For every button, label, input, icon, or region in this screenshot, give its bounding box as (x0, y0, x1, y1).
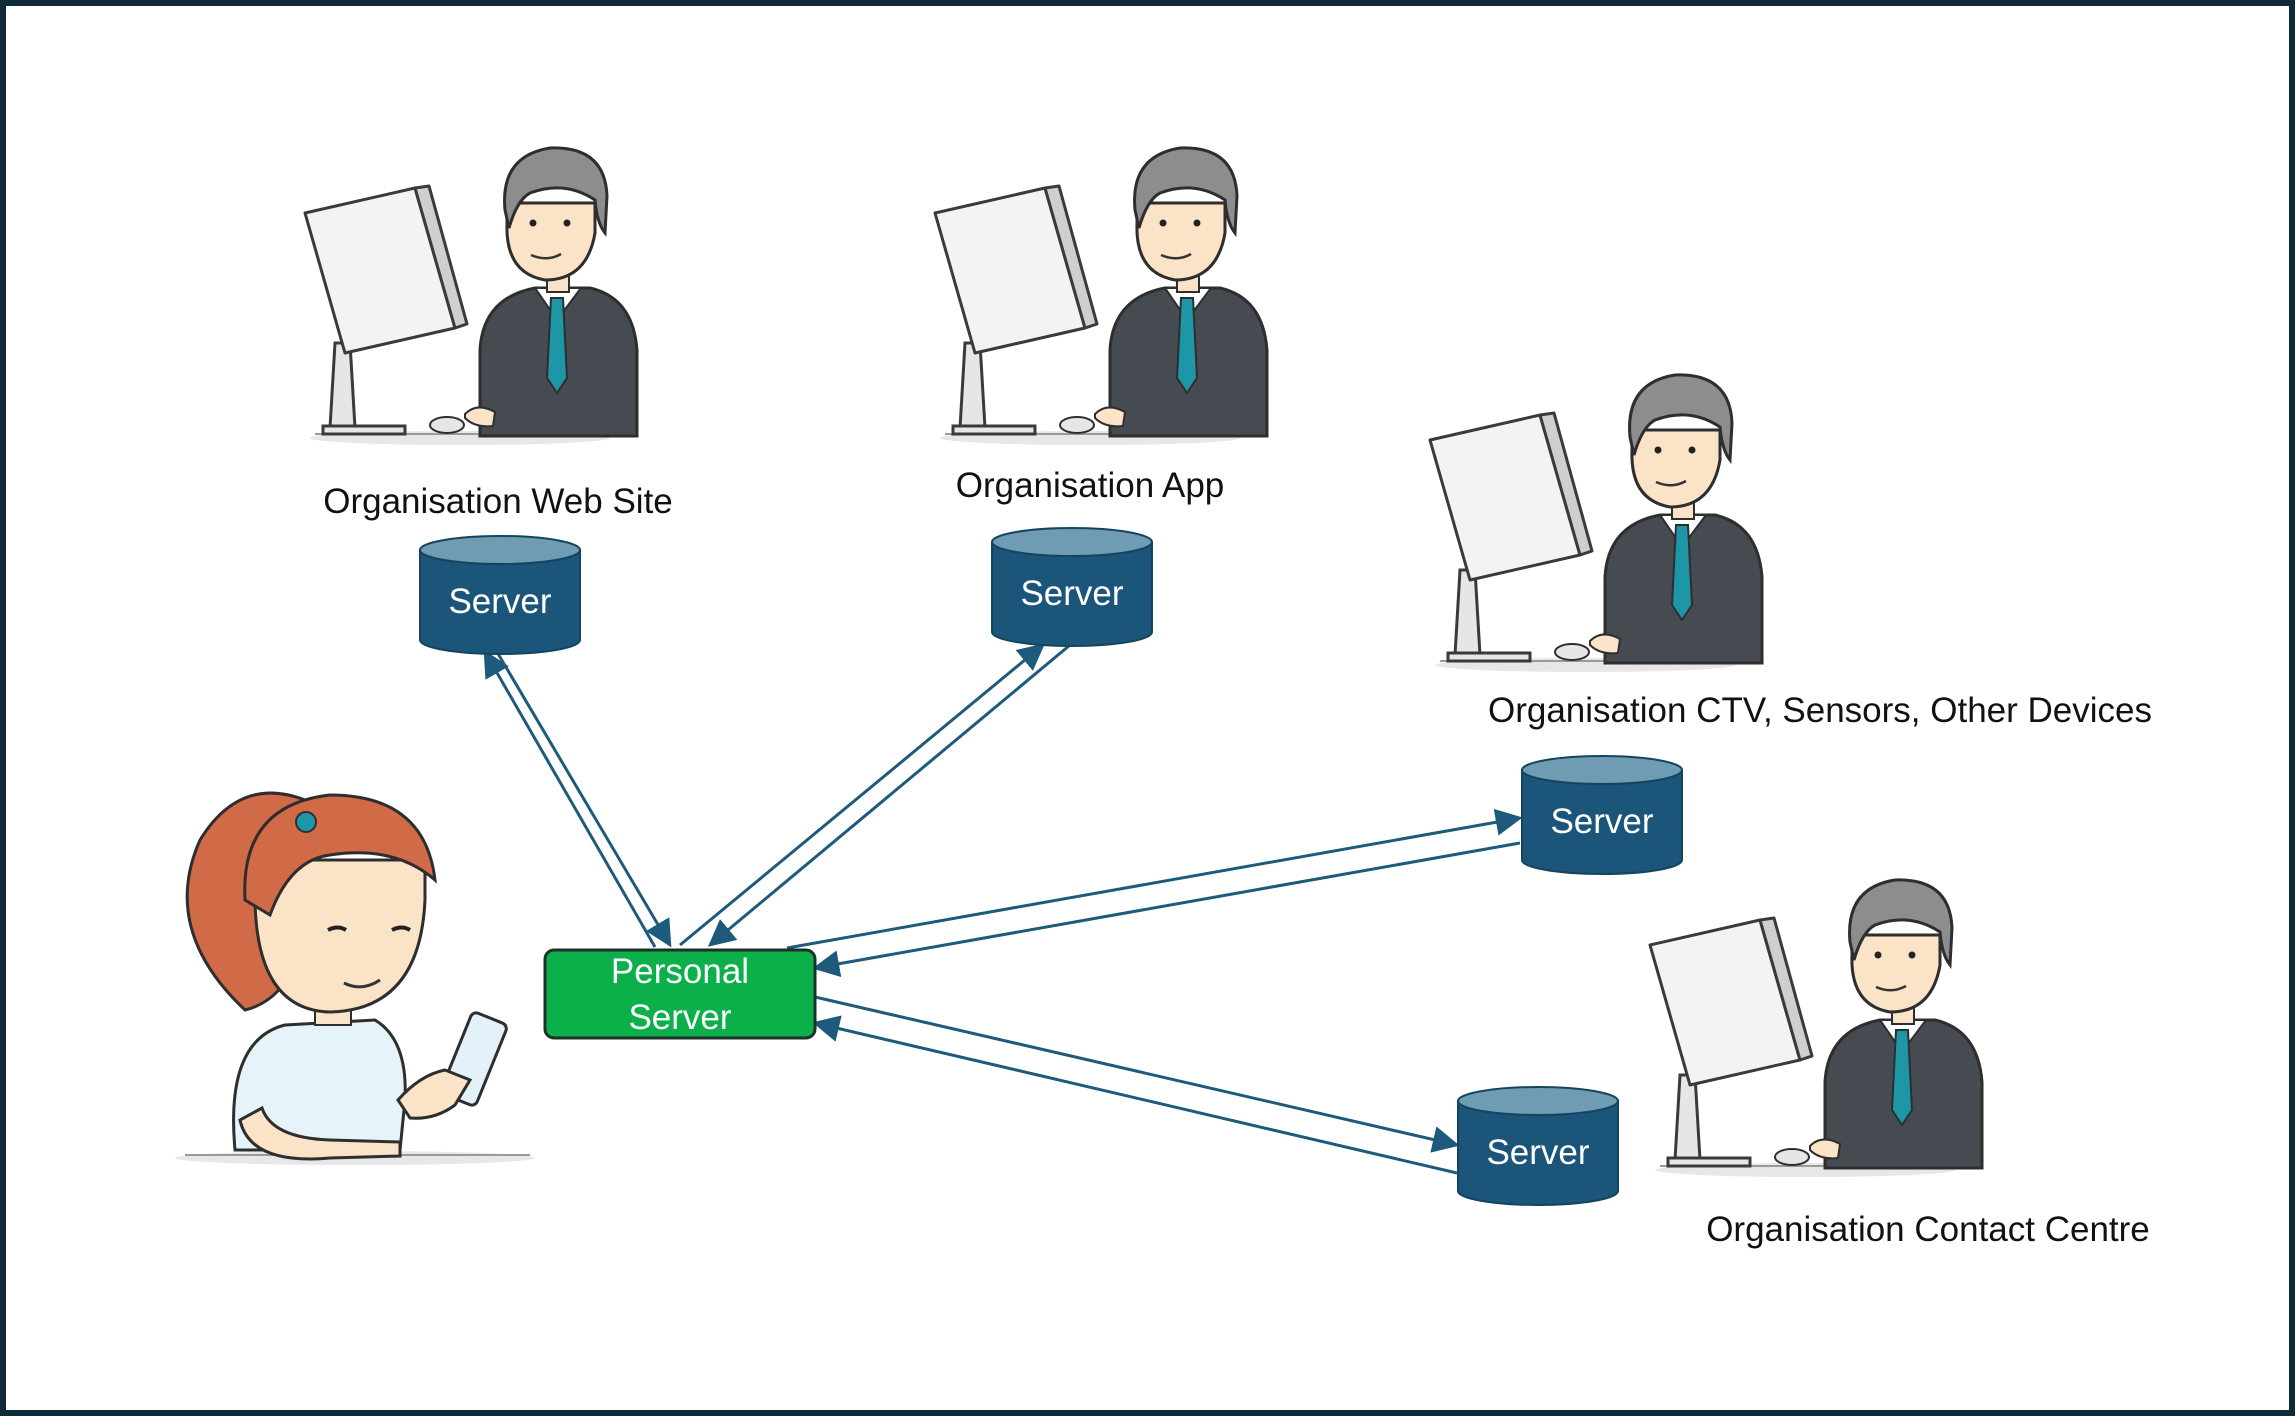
personal-server-line2: Server (628, 998, 731, 1037)
personal-server-line1: Personal (611, 952, 749, 991)
arrow-to-web-server (483, 649, 657, 948)
server-web: Server (419, 535, 581, 655)
arrow-to-contact-server (814, 995, 1460, 1153)
arrow-from-web-server (495, 651, 672, 948)
arrow-from-contact-server (812, 1015, 1458, 1175)
arrow-to-ctv-server (786, 808, 1523, 950)
label-app: Organisation App (956, 466, 1225, 505)
label-contact-centre: Organisation Contact Centre (1706, 1210, 2150, 1249)
arrow-from-ctv-server (812, 841, 1521, 978)
server-contact-label: Server (1486, 1133, 1589, 1172)
arrow-to-app-server (679, 643, 1046, 947)
connections (483, 643, 1523, 1175)
operator-web-icon (303, 146, 639, 447)
personal-server: Personal Server (543, 948, 817, 1040)
arrow-from-app-server (707, 643, 1071, 947)
label-web-site: Organisation Web Site (323, 482, 673, 521)
server-app: Server (991, 527, 1153, 647)
server-ctv-label: Server (1550, 802, 1653, 841)
operator-ctv-icon (1428, 373, 1764, 674)
label-ctv: Organisation CTV, Sensors, Other Devices (1488, 691, 2152, 730)
server-ctv: Server (1521, 755, 1683, 875)
server-contact: Server (1457, 1086, 1619, 1206)
user-woman-icon (175, 791, 535, 1165)
operator-contact-icon (1648, 878, 1984, 1179)
operator-app-icon (933, 146, 1269, 447)
server-web-label: Server (448, 582, 551, 621)
server-app-label: Server (1020, 574, 1123, 613)
